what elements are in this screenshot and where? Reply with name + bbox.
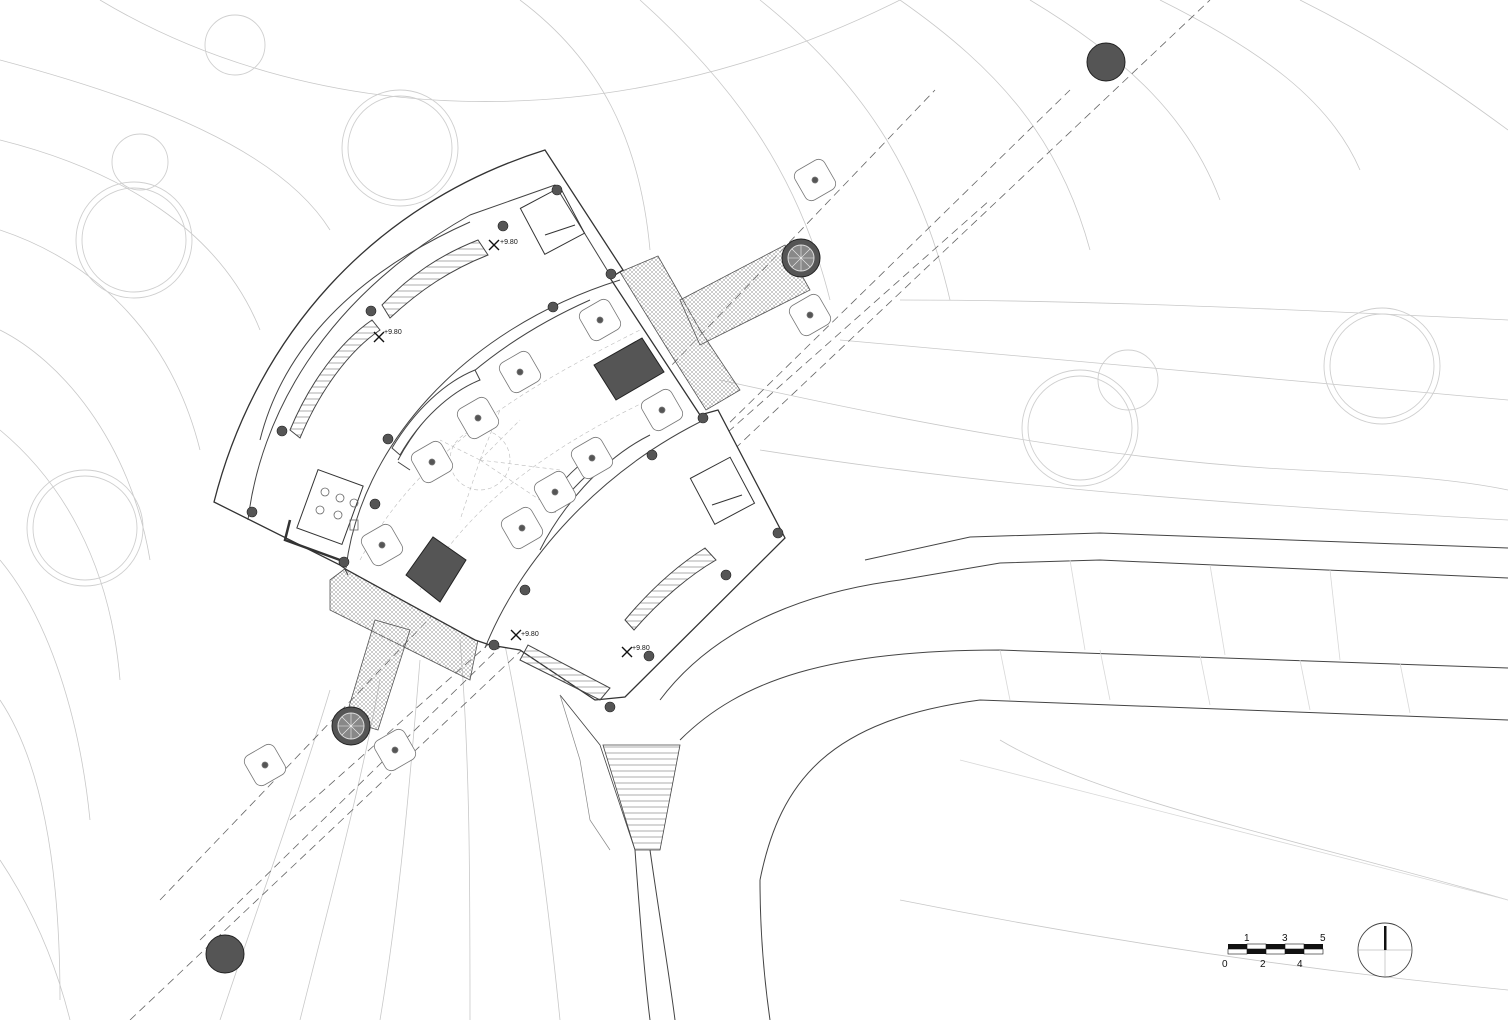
pylon-lower [331, 706, 371, 746]
level-marker-bottom-right: +9.80 [621, 645, 650, 658]
anchor-points [205, 42, 1126, 974]
display-blocks [405, 337, 665, 603]
level-label: +9.80 [521, 631, 539, 638]
outdoor-stairs [559, 694, 681, 851]
scale-label-0: 0 [1222, 959, 1228, 970]
structural-columns [246, 184, 784, 713]
ramps [289, 239, 717, 701]
scale-label-5: 5 [1320, 933, 1326, 944]
level-label: +9.80 [500, 239, 518, 246]
north-arrow-icon [1357, 922, 1413, 978]
level-marker-left-mid: +9.80 [373, 329, 402, 343]
building-outline [213, 149, 786, 701]
light-fixtures [243, 158, 837, 787]
scale-label-2: 2 [1260, 959, 1266, 970]
service-cores [283, 186, 756, 562]
scale-bar: 1 3 5 0 2 4 [1222, 933, 1326, 970]
level-label: +9.80 [384, 329, 402, 336]
level-marker-bottom-center: +9.80 [510, 629, 539, 641]
level-marker-upper-left: +9.80 [488, 239, 518, 251]
upper-bridge [619, 244, 811, 411]
scale-label-4: 4 [1297, 959, 1303, 970]
level-label: +9.80 [632, 645, 650, 652]
tree-canopies [26, 14, 1441, 587]
paving-lines [959, 559, 1508, 901]
pylon-upper [781, 238, 821, 278]
road-edges [634, 532, 1508, 1020]
toilet-fixtures [315, 487, 359, 531]
scale-label-1: 1 [1244, 933, 1250, 944]
scale-label-3: 3 [1282, 933, 1288, 944]
